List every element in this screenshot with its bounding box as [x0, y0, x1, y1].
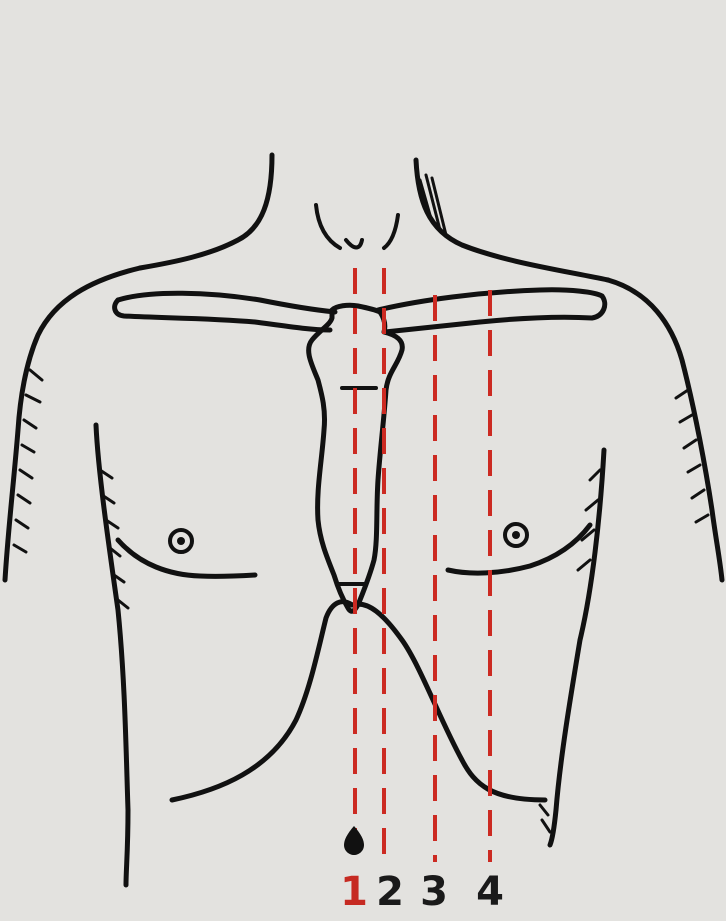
line-label-4: 4 [476, 869, 504, 915]
line-label-2: 2 [376, 869, 404, 915]
line-label-1: 1 [340, 869, 368, 915]
line-label-3: 3 [420, 869, 448, 915]
